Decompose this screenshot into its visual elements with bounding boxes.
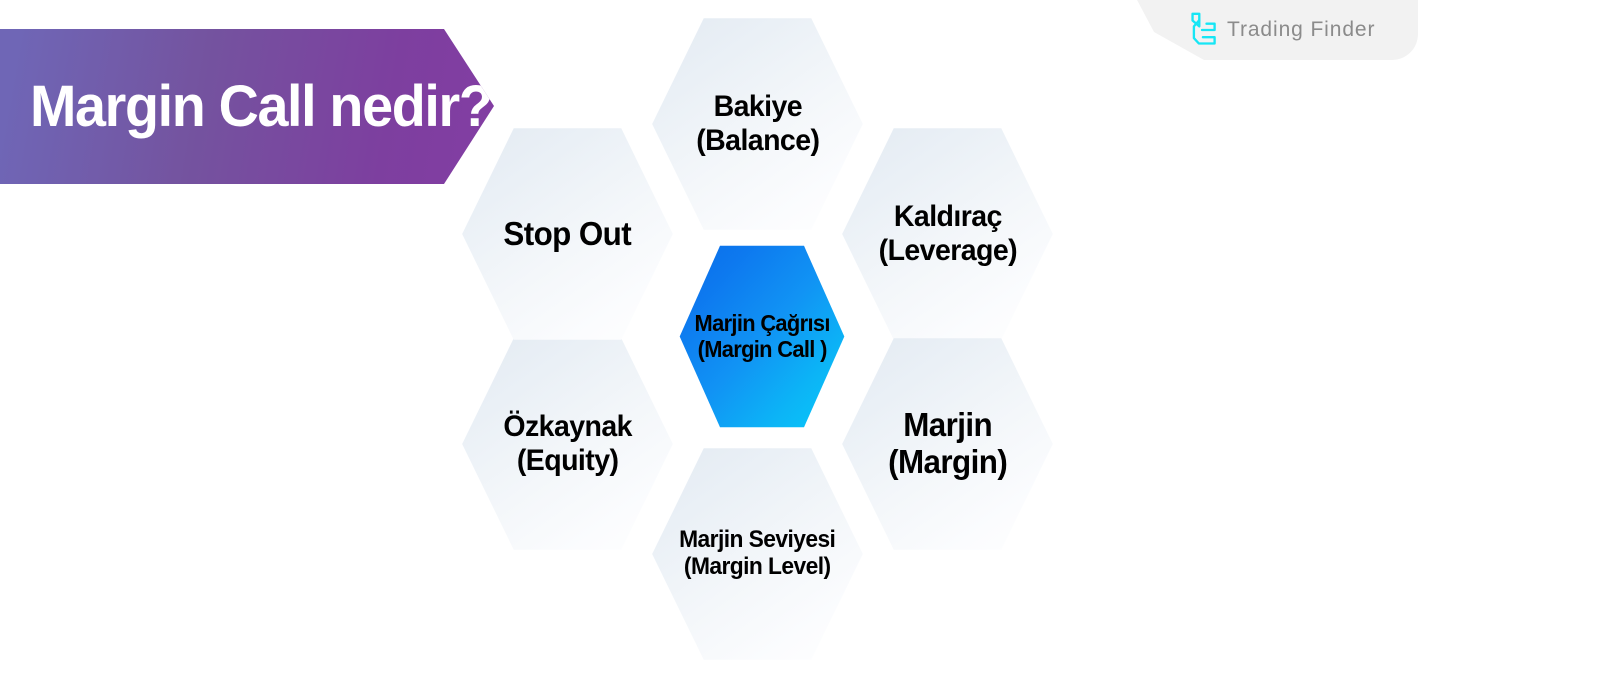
brand-name: Trading Finder [1227, 18, 1376, 41]
hex-label-margin: Marjin (Margin) [887, 406, 1008, 480]
hex-node-equity[interactable]: Özkaynak (Equity) [462, 338, 673, 550]
hex-node-margin[interactable]: Marjin (Margin) [842, 338, 1053, 550]
hex-label-leverage: Kaldıraç (Leverage) [878, 200, 1017, 267]
hex-label-equity: Özkaynak (Equity) [503, 410, 632, 477]
hex-node-leverage[interactable]: Kaldıraç (Leverage) [842, 128, 1053, 340]
hex-node-balance[interactable]: Bakiye (Balance) [652, 18, 863, 230]
hex-node-margin-level[interactable]: Marjin Seviyesi (Margin Level) [652, 448, 863, 660]
hex-label-balance: Bakiye (Balance) [695, 90, 820, 157]
trading-finder-logo-icon [1191, 12, 1216, 45]
hex-label-stop-out: Stop Out [503, 214, 632, 252]
title-banner: Margin Call nedir? [0, 29, 494, 184]
page-title: Margin Call nedir? [30, 73, 493, 139]
hex-node-stop-out[interactable]: Stop Out [462, 128, 673, 340]
hex-label-margin-level: Marjin Seviyesi (Margin Level) [679, 526, 836, 580]
hex-label-margin-call: Marjin Çağrısı (Margin Call ) [694, 309, 830, 362]
hex-node-margin-call-center[interactable]: Marjin Çağrısı (Margin Call ) [679, 245, 845, 428]
brand-logo-group: Trading Finder [1118, 0, 1418, 60]
